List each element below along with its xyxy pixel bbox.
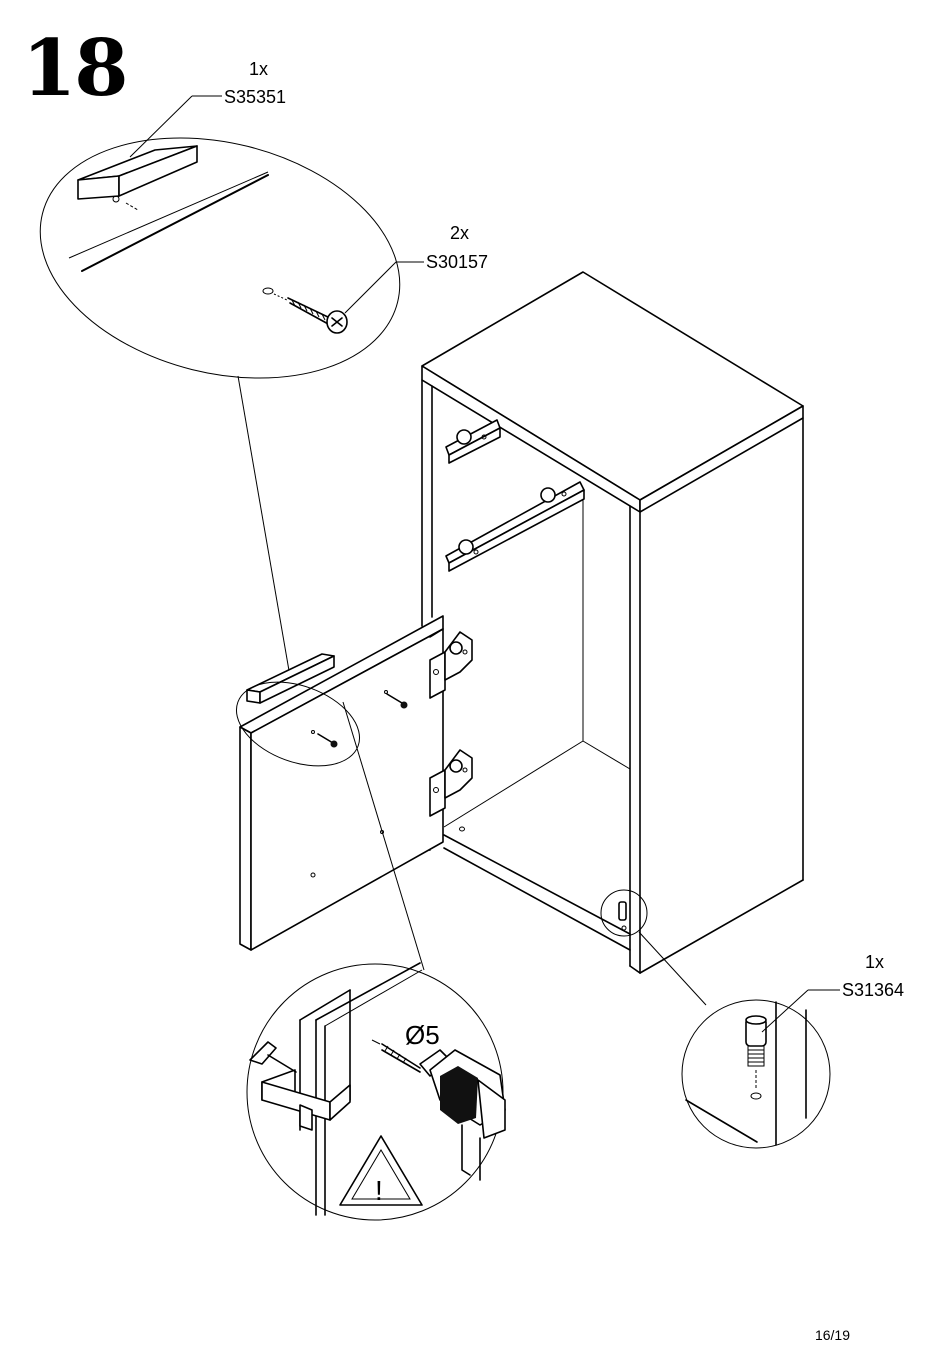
cabinet-door xyxy=(225,616,443,970)
drill-diameter-label: Ø5 xyxy=(405,1020,440,1050)
screw-icon xyxy=(263,288,347,333)
cabinet-body xyxy=(422,272,803,973)
handle-icon xyxy=(78,146,197,202)
shelf-pin-location xyxy=(601,890,706,1005)
handle-detail-callout xyxy=(15,96,426,688)
pin-detail-callout xyxy=(682,990,840,1148)
warning-symbol: ! xyxy=(375,1175,383,1206)
drill-icon xyxy=(372,1040,505,1180)
shelf-pin-icon xyxy=(746,1016,766,1099)
warning-triangle-icon: ! xyxy=(340,1136,422,1206)
drill-detail-callout: Ø5 ! xyxy=(247,963,505,1220)
